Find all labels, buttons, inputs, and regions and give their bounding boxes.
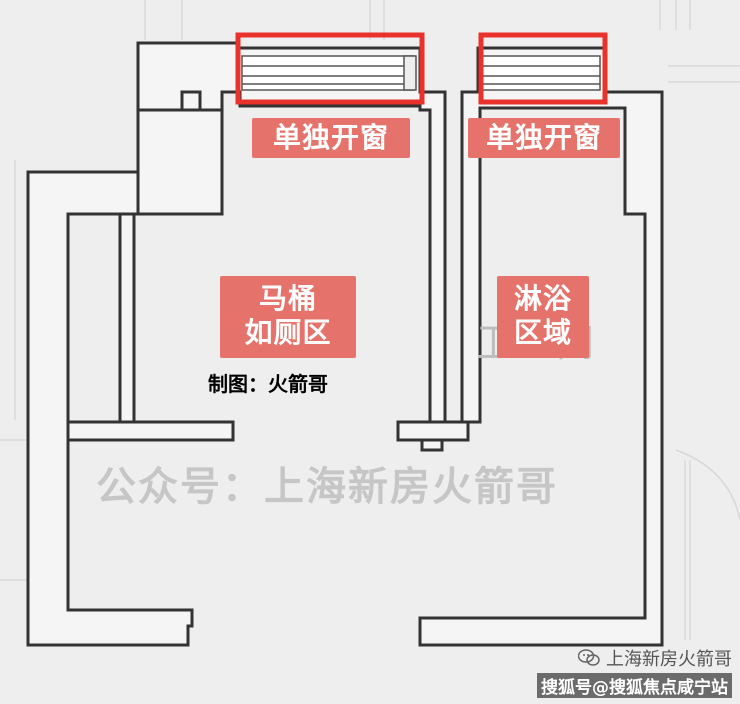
walls [26,41,664,647]
label-shower-line1: 淋浴 [513,282,572,315]
credit-text: 制图：火箭哥 [208,372,328,396]
window-right [481,55,601,91]
highlight-box-right [478,32,608,105]
account-name: 上海新房火箭哥 [606,649,732,670]
bottom-tag: 上海新房火箭哥 搜狐号@搜狐焦点咸宁站 [537,645,732,698]
label-window-left-text: 单独开窗 [272,121,389,154]
label-window-right: 单独开窗 [468,118,620,158]
label-window-left: 单独开窗 [252,118,410,158]
watermark-text: 公众号：上海新房火箭哥 [96,464,558,510]
window-left [241,55,417,91]
label-toilet-line1: 马桶 [258,282,317,315]
label-window-right-text: 单独开窗 [485,121,602,154]
source-line: 搜狐号@搜狐焦点咸宁站 [537,673,732,698]
label-shower-line2: 区域 [513,316,572,349]
chat-bubble-icon [578,649,600,666]
account-line: 上海新房火箭哥 [537,645,732,671]
label-toilet-area: 马桶 如厕区 [220,276,356,358]
label-toilet-line2: 如厕区 [244,316,332,349]
highlight-box-left [235,32,425,105]
background-grid [0,0,740,640]
label-shower-area: 淋浴 区域 [497,276,589,358]
